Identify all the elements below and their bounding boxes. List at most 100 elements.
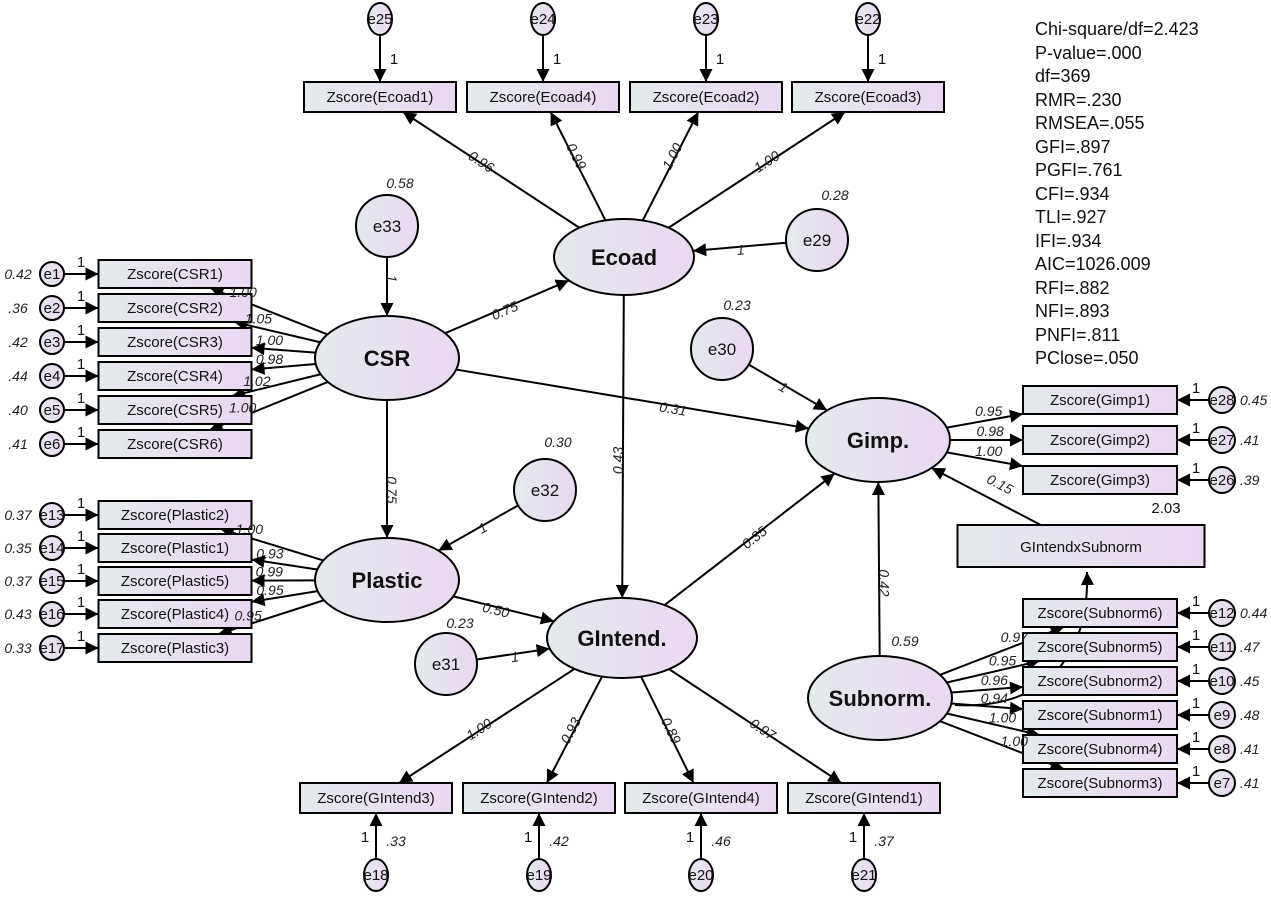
error-label: e1	[44, 266, 61, 283]
loading-plastic-1	[251, 555, 318, 571]
error-variance: .37	[874, 833, 895, 849]
error-circle	[1208, 599, 1236, 627]
loading-subnorm-3-coef: 0.94	[981, 690, 1008, 706]
error-label: e27	[1209, 432, 1234, 449]
error-plastic	[513, 458, 577, 522]
fit-index: RMSEA=.055	[1035, 113, 1145, 133]
error-variance: 0.33	[4, 640, 31, 656]
latent-subnorm	[807, 655, 953, 741]
error-variance: 0.42	[4, 266, 31, 282]
fit-index: P-value=.000	[1035, 42, 1142, 63]
loading-subnorm-0-coef: 0.97	[1001, 629, 1029, 645]
error-circle	[39, 295, 65, 321]
indicator-box	[97, 429, 253, 459]
indicator-box	[1022, 632, 1178, 662]
indicator-box	[299, 782, 453, 814]
error-circle	[39, 535, 65, 561]
error-variance: 0.43	[4, 606, 31, 622]
loading-csr-1-coef: 1.05	[245, 311, 272, 327]
latent-gimp-label: Gimp.	[847, 428, 909, 453]
loading-plastic-2-coef: 0.99	[256, 564, 283, 580]
loading-ecoad-0	[402, 111, 580, 229]
indicator-label: Zscore(Subnorm1)	[1037, 707, 1162, 724]
error-gimp	[690, 317, 754, 381]
fit-index: GFI=.897	[1035, 136, 1111, 157]
indicator-label: Zscore(Gimp2)	[1050, 432, 1150, 449]
error-variance: .42	[8, 334, 28, 350]
loading-plastic-0-coef: 1.00	[236, 521, 263, 537]
error-variance: .46	[711, 833, 731, 849]
indicator-label: Zscore(Gimp3)	[1050, 472, 1150, 489]
indicator-box	[97, 293, 253, 323]
path-subnorm-gimp	[871, 481, 885, 657]
fit-index: RMR=.230	[1035, 89, 1122, 110]
loading-subnorm-1-coef: 0.95	[989, 653, 1016, 669]
error-circle	[39, 568, 65, 594]
path-interaction-gimp-coef: 0.15	[984, 471, 1016, 498]
error-label: e14	[39, 540, 64, 557]
error-csr	[355, 194, 419, 258]
error-gintend-variance: 0.23	[446, 615, 473, 631]
fixed-path-label: 1	[686, 829, 694, 846]
indicator-box	[787, 782, 941, 814]
error-path-gimp	[748, 363, 828, 412]
fit-index: IFI=.934	[1035, 230, 1102, 251]
indicator-box	[624, 782, 778, 814]
fixed-path-label: 1	[77, 561, 85, 578]
fit-index: NFI=.893	[1035, 301, 1110, 321]
fit-index: AIC=1026.009	[1035, 254, 1151, 274]
fit-index: CFI=.934	[1035, 183, 1110, 204]
fixed-path-label: 1	[1192, 763, 1200, 780]
fixed-path-label: 1	[553, 51, 561, 68]
path-subnorm-gimp-coef: 0.42	[876, 569, 892, 597]
error-circle	[39, 261, 65, 287]
loading-gintend-2-coef: 0.89	[658, 715, 685, 747]
loading-csr-3-coef: 0.98	[256, 351, 283, 367]
error-circle	[39, 329, 65, 355]
path-gintend-gimp	[663, 472, 836, 606]
error-label: e5	[44, 402, 61, 419]
fixed-path-label: 1	[77, 322, 85, 339]
fixed-path-label: 1	[524, 829, 532, 846]
error-label: e23	[693, 11, 718, 28]
indicator-label: Zscore(Ecoad4)	[490, 89, 597, 106]
fixed-path-label: 1	[849, 829, 857, 846]
fixed-path-label: 1	[77, 528, 85, 545]
error-path-plastic	[438, 504, 519, 552]
fit-index: Chi-square/df=2.423	[1035, 19, 1199, 39]
loading-gimp-1-coef: 0.98	[977, 423, 1004, 439]
fit-index: RFI=.882	[1035, 277, 1110, 298]
error-circle	[39, 363, 65, 389]
indicator-label: Zscore(Ecoad2)	[653, 89, 760, 106]
indicator-label: Zscore(CSR6)	[127, 436, 223, 453]
error-variance: .33	[386, 833, 406, 849]
error-circle	[688, 858, 714, 892]
error-label: e7	[1214, 775, 1231, 792]
loading-ecoad-1	[549, 111, 607, 221]
loading-ecoad-3	[668, 111, 846, 229]
error-circle	[1208, 466, 1236, 494]
loading-gintend-3	[668, 668, 842, 784]
fixed-path-label: 1	[1192, 729, 1200, 746]
fixed-path-label: 1	[1192, 460, 1200, 477]
fixed-path-label: 1	[77, 390, 85, 407]
error-path-gintend-coef: 1	[510, 648, 520, 665]
error-plastic-variance: 0.30	[544, 434, 571, 450]
indicator-box	[97, 533, 253, 563]
fixed-path-label: 1	[77, 495, 85, 512]
error-variance: .36	[8, 300, 28, 316]
error-circle	[1208, 735, 1236, 763]
latent-ecoad-label: Ecoad	[591, 245, 657, 270]
error-circle	[1208, 701, 1236, 729]
latent-gintend-label: GIntend.	[577, 626, 666, 651]
indicator-label: Zscore(Ecoad1)	[327, 89, 434, 106]
error-variance: .40	[8, 402, 28, 418]
latent-ecoad	[553, 218, 695, 296]
error-label: e3	[44, 334, 61, 351]
fixed-path-label: 1	[390, 51, 398, 68]
indicator-box	[1022, 385, 1178, 415]
error-circle	[363, 858, 389, 892]
error-label: e6	[44, 436, 61, 453]
loading-gintend-2	[640, 676, 695, 784]
